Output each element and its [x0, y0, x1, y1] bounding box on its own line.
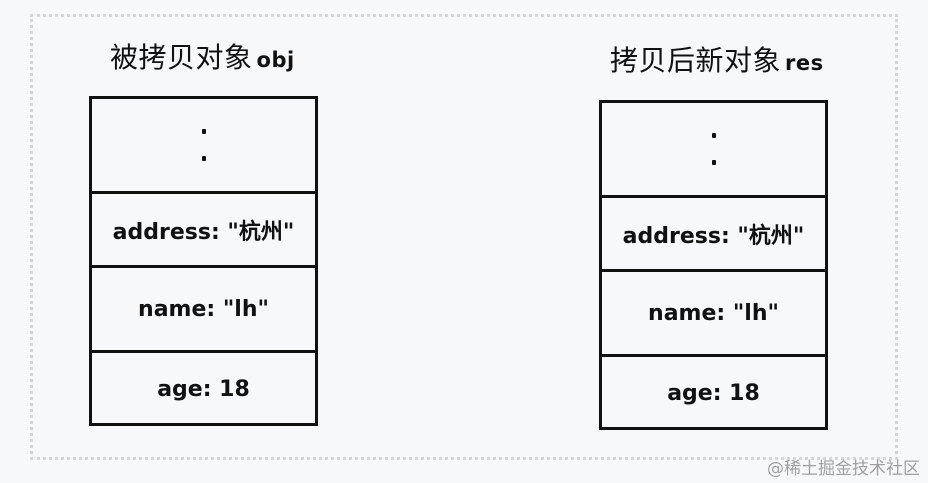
right-title-code: res	[785, 51, 824, 75]
right-row-age: age: 18	[602, 354, 825, 430]
right-title-text: 拷贝后新对象	[610, 44, 782, 77]
left-row-address: address: "杭州"	[92, 191, 315, 265]
dotted-frame	[30, 14, 898, 460]
ellipsis-icon	[711, 133, 716, 165]
right-row-age-text: age: 18	[667, 381, 760, 406]
left-row-age: age: 18	[92, 350, 315, 426]
left-row-address-text: address: "杭州"	[112, 219, 295, 245]
left-title-code: obj	[256, 48, 295, 72]
right-row-address-text: address: "杭州"	[622, 223, 805, 249]
right-row-address: address: "杭州"	[602, 195, 825, 269]
left-row-age-text: age: 18	[157, 377, 250, 402]
right-object-box: address: "杭州" name: "lh" age: 18	[599, 100, 828, 430]
ellipsis-icon	[201, 129, 206, 161]
right-ellipsis-cell	[602, 103, 825, 195]
right-row-name: name: "lh"	[602, 269, 825, 354]
left-ellipsis-cell	[92, 99, 315, 191]
left-object-box: address: "杭州" name: "lh" age: 18	[89, 96, 318, 426]
left-row-name: name: "lh"	[92, 265, 315, 350]
left-title-text: 被拷贝对象	[110, 41, 253, 74]
right-row-name-text: name: "lh"	[648, 300, 779, 326]
watermark: @稀土掘金技术社区	[767, 459, 920, 479]
left-row-name-text: name: "lh"	[138, 296, 269, 322]
